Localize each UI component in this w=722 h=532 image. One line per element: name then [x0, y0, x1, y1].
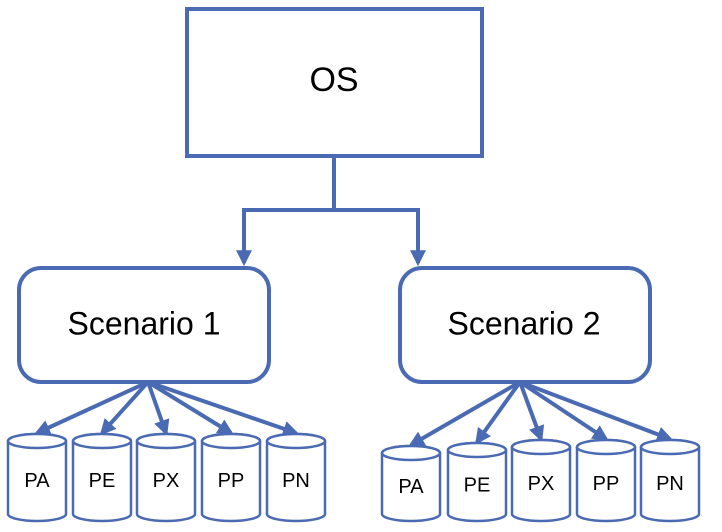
scenario-1-node: Scenario 1 [17, 266, 271, 384]
scenario-2-child-label-px: PX [528, 473, 555, 495]
scenario-2-arrow-pn [519, 380, 673, 442]
scenario-2-cylinder-pe: PE [446, 441, 508, 523]
scenario-2-child-label-pe: PE [464, 474, 491, 496]
scenario-1-child-label-px: PX [153, 470, 180, 492]
scenario-1-child-label-pp: PP [218, 470, 245, 492]
scenario-1-cylinder-pn: PN [265, 432, 327, 523]
scenario-2-arrow-pe [475, 380, 522, 445]
scenario-1-children: PA PE PX PP PN [6, 432, 327, 523]
scenario-1-arrow-pn [147, 380, 300, 437]
scenario-2-cylinder-pp: PP [575, 438, 637, 523]
scenario-2-node: Scenario 2 [398, 266, 652, 384]
scenario-2-arrow-pa [408, 380, 522, 447]
scenario-1-arrow-pe [99, 380, 150, 436]
scenario-2-children: PA PE PX PP PN [380, 438, 701, 523]
scenario-1-arrow-pa [34, 380, 149, 435]
scenario-1-arrow-pp [146, 380, 234, 435]
scenario-1-cylinder-pp: PP [200, 432, 262, 523]
scenario-1-child-label-pe: PE [89, 470, 116, 492]
scenario-1-cylinder-pe: PE [71, 432, 133, 523]
scenario-2-child-label-pa: PA [398, 476, 424, 498]
os-node: OS [185, 7, 484, 158]
scenario-2-child-label-pp: PP [593, 473, 620, 495]
scenario-2-arrow-px [518, 381, 545, 443]
scenario-2-cylinder-px: PX [510, 438, 572, 523]
os-connector [236, 156, 336, 267]
scenario-2-arrow-pp [518, 380, 609, 441]
os-connector-right [334, 208, 426, 267]
scenario-2-child-label-pn: PN [656, 473, 684, 495]
scenario-2-label: Scenario 2 [448, 305, 601, 341]
scenario-1-arrow-px [146, 381, 170, 437]
scenario-2-cylinder-pa: PA [380, 444, 442, 523]
scenario-1-cylinder-px: PX [135, 432, 197, 523]
scenario-1-child-label-pn: PN [282, 470, 310, 492]
os-label: OS [309, 61, 358, 99]
scenario-1-label: Scenario 1 [68, 305, 221, 341]
scenario-2-cylinder-pn: PN [639, 438, 701, 523]
scenario-1-child-label-pa: PA [24, 470, 50, 492]
scenario-1-cylinder-pa: PA [6, 432, 68, 523]
scenario-2-connectors [408, 380, 673, 447]
scenario-1-connectors [34, 380, 300, 437]
